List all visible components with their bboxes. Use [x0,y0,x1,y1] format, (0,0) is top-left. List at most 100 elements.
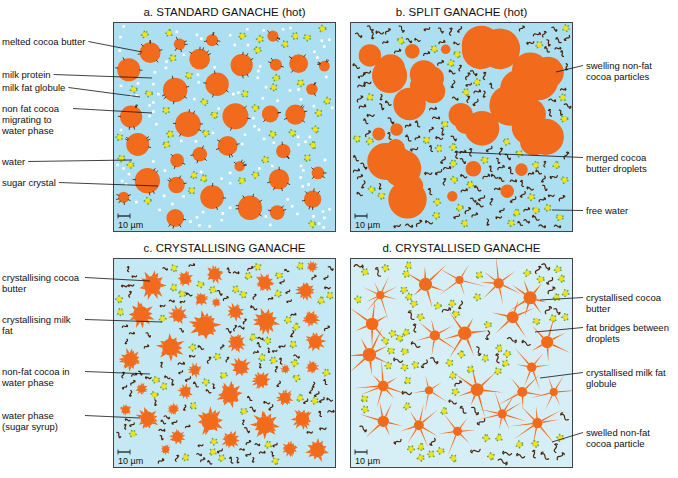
milk-fat-globule [509,220,514,225]
milk-protein [204,159,206,161]
milk-protein [117,139,119,141]
milk-protein [374,187,376,189]
milk-protein [216,116,218,118]
fat-crystal-spike [273,321,280,325]
sugar-crystal [158,209,161,212]
milk-protein [452,143,454,145]
milk-protein [564,99,566,101]
milk-protein [213,444,215,446]
non-fat-cocoa-particle [294,355,300,358]
milk-protein [159,319,161,321]
fat-crystal-spike [214,323,222,327]
fat-crystal-spike [262,411,266,417]
fat-crystal-spike [432,392,448,402]
milk-protein [312,141,314,143]
crystallised-cocoa-butter [180,273,191,284]
milk-protein [454,51,456,53]
fat-crystal-spike [201,304,203,306]
sugar-crystal [212,132,215,135]
milk-fat-globule [291,342,296,347]
milk-protein [254,177,256,179]
milk-protein [318,63,321,65]
milk-protein [194,344,196,346]
non-fat-cocoa-particle [380,94,383,100]
sugar-crystal [256,76,259,79]
fat-crystal-spike [214,266,217,269]
milk-fat-globule [442,121,447,126]
fat-crystal-spike [506,402,522,412]
fat-crystal-spike [148,293,152,300]
non-fat-cocoa-particle [560,51,565,57]
sugar-crystal [120,129,123,132]
sugar-crystal [176,31,179,34]
non-fat-cocoa-particle [563,152,568,160]
non-fat-cocoa-particle [255,444,260,446]
milk-protein [195,348,197,350]
milk-protein [255,337,257,339]
milk-fat-globule [545,205,550,210]
milk-protein [256,52,258,54]
fat-crystal-spike [495,321,509,334]
milk-protein [327,60,329,63]
cocoa-butter-droplet [126,133,149,156]
milk-protein [303,84,305,86]
milk-protein [294,359,296,361]
non-fat-cocoa-particle [253,294,256,300]
non-fat-cocoa-particle [153,400,157,406]
milk-protein [462,207,464,209]
milk-protein [309,143,311,145]
milk-protein [327,292,329,294]
milk-protein [312,227,314,229]
sugar-crystal [229,172,232,175]
non-fat-cocoa-particle [311,275,316,281]
fat-crystal-spike [141,393,143,395]
fat-crystal-spike [366,296,377,302]
milk-protein [270,446,272,448]
milk-protein [128,195,131,196]
milk-protein [242,75,243,78]
non-fat-cocoa-particle [197,453,202,455]
fat-crystal-spike [262,329,266,335]
sugar-crystal [202,211,205,214]
non-fat-cocoa-particle [130,380,135,386]
milk-protein [121,297,123,299]
milk-protein [451,149,453,151]
milk-protein [281,273,283,275]
milk-protein [312,148,314,150]
milk-protein [561,116,563,118]
milk-protein [133,163,135,165]
milk-protein [190,403,192,405]
milk-protein [212,183,213,186]
milk-protein [323,101,325,103]
non-fat-cocoa-particle [145,376,151,379]
milk-protein [187,455,189,457]
non-fat-cocoa-particle [432,116,440,121]
milk-protein [302,399,304,401]
non-fat-cocoa-particle [279,358,284,364]
milk-protein [213,286,215,288]
milk-protein [315,132,317,134]
milk-fat-globule [557,215,562,220]
milk-fat-globule [202,99,207,104]
milk-fat-globule [293,33,298,38]
milk-protein [284,320,286,322]
sugar-crystal [182,195,185,198]
milk-protein [264,445,266,447]
non-fat-cocoa-particle [252,458,255,463]
milk-fat-globule [198,282,203,287]
milk-protein [129,127,130,130]
merged-cocoa-butter [376,54,405,83]
milk-fat-globule [145,198,150,203]
sugar-crystal [222,212,225,215]
cocoa-butter-droplet [306,84,318,96]
milk-protein [368,143,370,145]
milk-protein [380,198,382,200]
milk-protein [254,104,256,106]
sugar-crystal [252,117,255,120]
milk-fat-globule [320,26,325,31]
non-fat-cocoa-particle [357,95,364,103]
fat-crystal-spike [361,338,367,349]
cocoa-butter-droplet [175,111,201,137]
milk-protein [175,270,177,272]
